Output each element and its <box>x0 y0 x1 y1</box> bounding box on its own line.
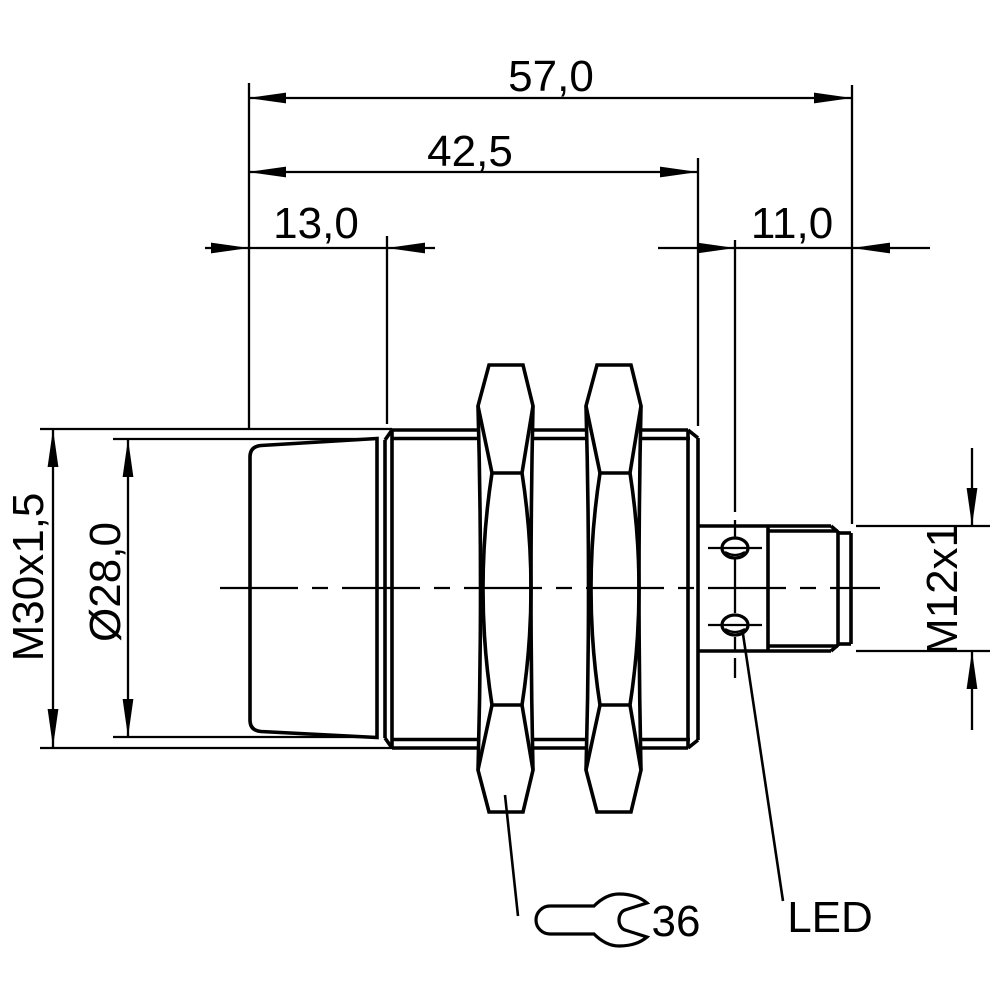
dim-body-thread-label: M30x1,5 <box>4 493 53 662</box>
dim-housing-length-label: 42,5 <box>427 127 513 176</box>
led-leader <box>741 633 785 902</box>
dim-wrench-size-label: 36 <box>652 897 701 946</box>
led-label: LED <box>787 893 873 942</box>
extension-lines <box>40 83 990 750</box>
dim-head-length-label: 13,0 <box>273 199 359 248</box>
center-line <box>220 240 880 678</box>
dim-connector-length-label: 11,0 <box>751 199 833 248</box>
dim-connector-thread-label: M12x1 <box>918 523 967 655</box>
wrench-size-leader <box>503 794 520 917</box>
dimension-arrows <box>47 92 978 747</box>
dim-head-diameter-label: Ø28,0 <box>81 522 130 642</box>
wrench-icon <box>534 892 651 948</box>
dim-overall-length-label: 57,0 <box>508 52 594 101</box>
